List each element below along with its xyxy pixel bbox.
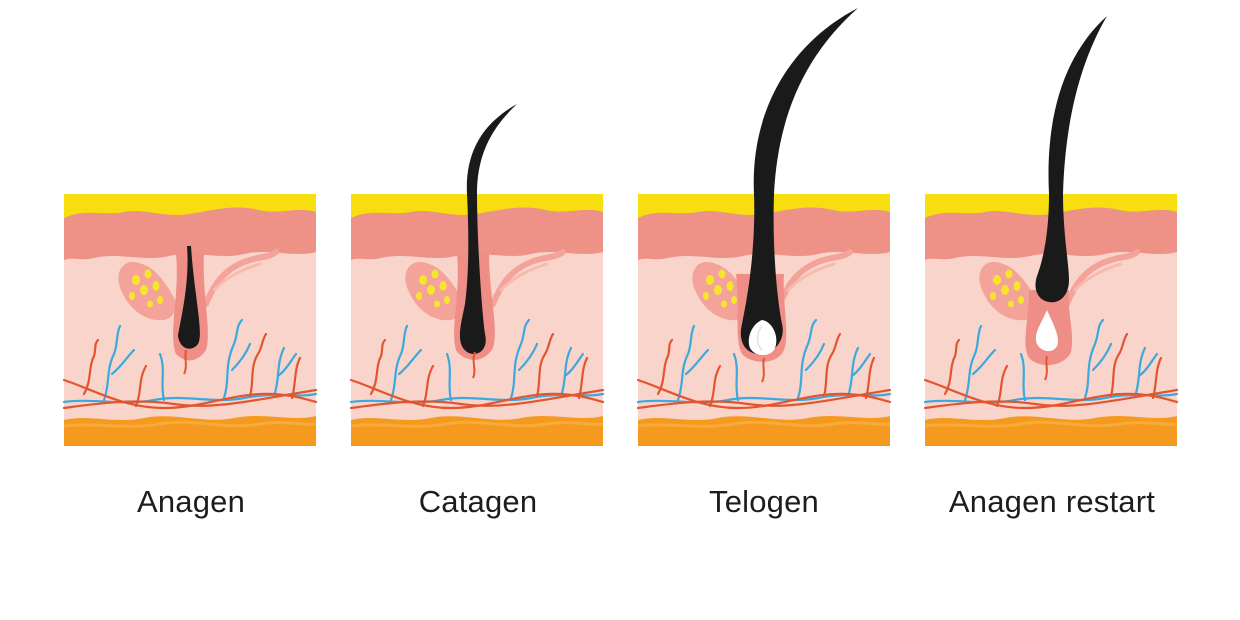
telogen-panel — [638, 8, 890, 446]
stage-label-catagen: Catagen — [418, 484, 538, 519]
anagen-panel — [64, 194, 316, 446]
hair-shaft — [1035, 16, 1107, 303]
hair-shaft — [459, 104, 517, 354]
club-hair-bulb — [748, 320, 777, 356]
catagen-panel — [351, 104, 603, 446]
new-hair-bulb — [1035, 310, 1059, 352]
stage-label-telogen: Telogen — [709, 484, 819, 519]
anagen-restart-panel — [925, 16, 1177, 446]
stage-label-anagen-restart: Anagen restart — [948, 484, 1156, 519]
hair-shaft — [740, 8, 858, 354]
stage-label-anagen: Anagen — [136, 484, 246, 519]
hair-shaft — [178, 246, 200, 349]
